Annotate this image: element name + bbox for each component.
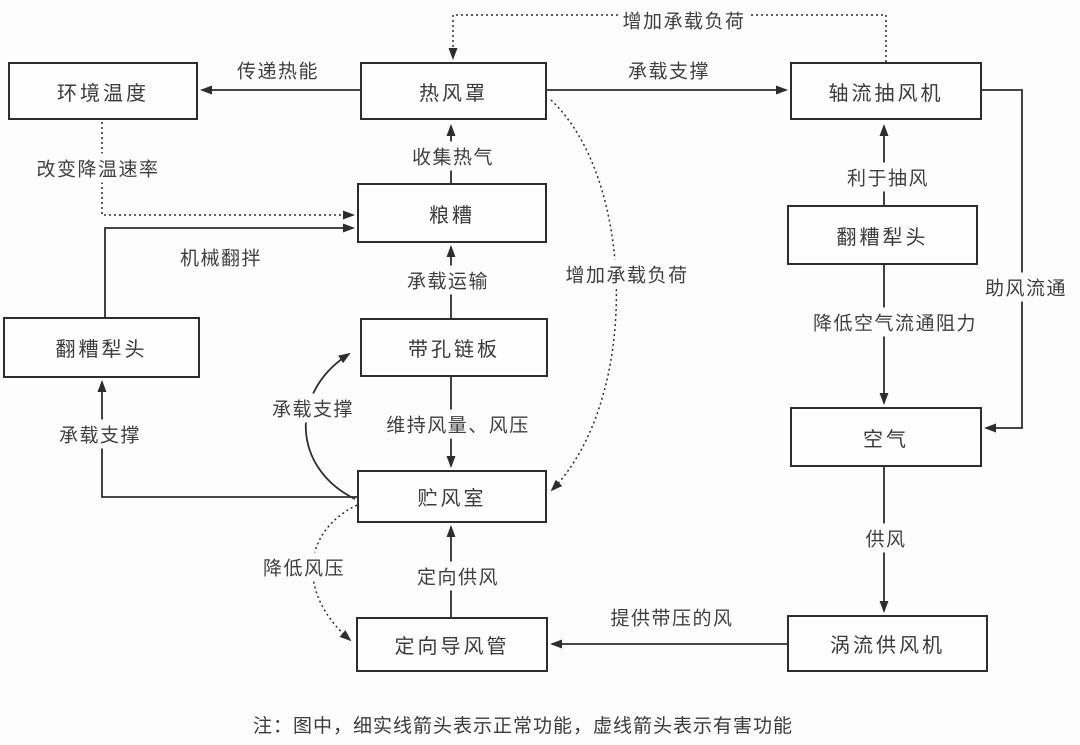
node-vortex-supply-fan: 涡流供风机	[787, 615, 988, 672]
node-label: 环境温度	[57, 82, 149, 105]
node-ambient-temperature: 环境温度	[8, 62, 198, 120]
node-turning-plow-left: 翻糟犁头	[3, 317, 200, 378]
node-label: 涡流供风机	[830, 635, 945, 657]
edge-label-provide-pressurized-air: 提供带压的风	[606, 602, 738, 632]
node-air-plenum: 贮风室	[357, 470, 547, 523]
node-grain-mash: 粮糟	[357, 183, 547, 243]
node-directional-air-duct: 定向导风管	[356, 617, 548, 672]
edge-label-collect-hot-air: 收集热气	[407, 141, 499, 171]
node-turning-plow-right: 翻糟犁头	[787, 205, 978, 265]
edge-load-support-curve-path	[304, 352, 356, 500]
edge-label-help-air-circulation: 助风流通	[980, 272, 1072, 302]
edge-label-increase-load-top: 增加承载负荷	[618, 5, 750, 35]
edge-label-reduce-airflow-resistance: 降低空气流通阻力	[808, 307, 982, 337]
edge-increase-load-top-path	[448, 14, 887, 62]
edge-label-maintain-air-volume-pressure: 维持风量、风压	[382, 409, 534, 439]
node-label: 空气	[863, 428, 909, 451]
edge-mechanical-turning-path	[104, 223, 355, 317]
edge-increase-load-mid-path	[550, 99, 618, 492]
node-air: 空气	[790, 407, 982, 467]
node-axial-exhaust-fan: 轴流抽风机	[790, 62, 982, 120]
edge-label-transfer-heat: 传递热能	[232, 55, 324, 85]
edge-label-load-support-curve: 承载支撑	[267, 393, 359, 423]
node-label: 翻糟犁头	[836, 226, 929, 249]
edge-label-load-support-top: 承载支撑	[623, 55, 715, 85]
node-label: 热风罩	[419, 82, 488, 105]
edge-label-air-supply: 供风	[861, 523, 911, 553]
node-label: 粮糟	[429, 204, 475, 227]
node-label: 轴流抽风机	[828, 82, 944, 105]
node-label: 贮风室	[417, 488, 487, 510]
edge-reduce-wind-pressure-path	[311, 504, 358, 642]
edge-label-increase-load-mid: 增加承载负荷	[561, 259, 693, 289]
edge-label-load-transport: 承载运输	[402, 265, 494, 295]
edge-label-directional-air-supply: 定向供风	[412, 561, 504, 591]
edge-label-aid-exhaust: 利于抽风	[842, 162, 934, 192]
node-label: 定向导风管	[394, 636, 510, 658]
edge-label-change-cooling-rate: 改变降温速率	[32, 153, 164, 183]
node-label: 翻糟犁头	[55, 339, 148, 361]
edge-label-mechanical-turning: 机械翻拌	[175, 242, 267, 272]
legend-note: 注：图中，细实线箭头表示正常功能，虚线箭头表示有害功能	[253, 716, 794, 737]
edge-label-load-support-left: 承载支撑	[54, 419, 146, 449]
edge-change-cooling-rate-path	[101, 122, 355, 220]
edge-label-reduce-wind-pressure: 降低风压	[258, 552, 350, 582]
node-hot-air-hood: 热风罩	[360, 62, 547, 120]
node-label: 带孔链板	[408, 339, 500, 361]
node-perforated-chain-plate: 带孔链板	[360, 318, 548, 377]
edge-help-air-circulation-path	[982, 89, 1023, 433]
